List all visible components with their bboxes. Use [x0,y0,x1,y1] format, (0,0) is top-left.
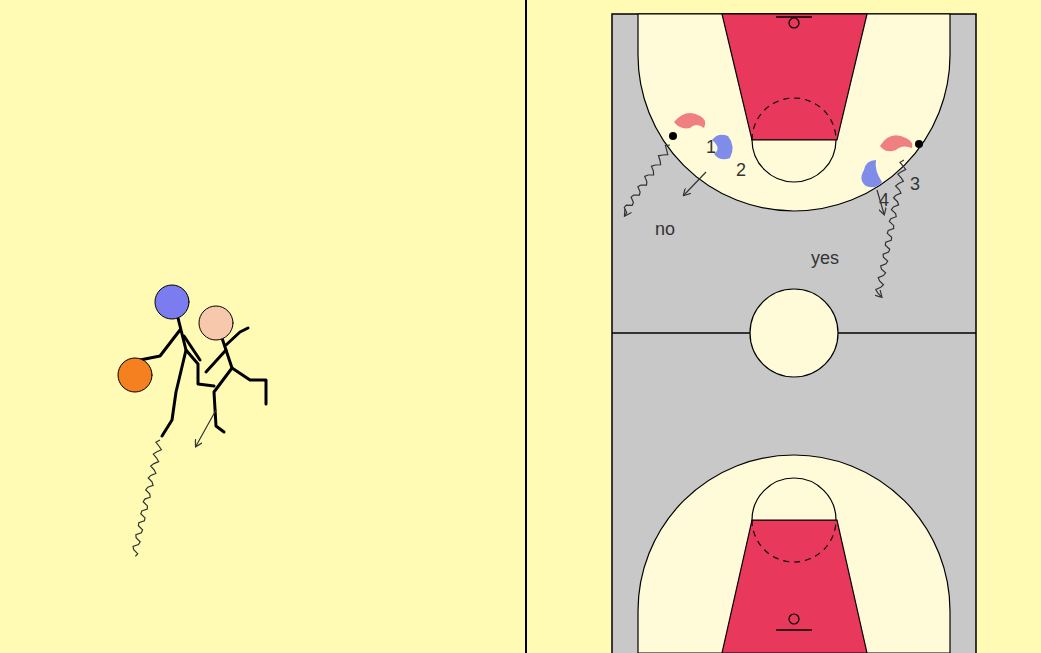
callout-number: 1 [706,138,716,156]
dribble-paths [133,145,906,556]
callout-number: 4 [879,191,889,209]
dribble-figures [118,285,266,446]
dribble-path [133,440,161,556]
player-icons [669,113,923,214]
panel-divider [525,0,527,653]
dribble-path [876,160,906,297]
move-label: no [655,220,675,238]
move-label: yes [811,249,839,267]
basketball-court [612,14,976,653]
dribble-path [624,145,670,215]
callout-number: 3 [910,175,920,193]
callout-number: 2 [736,161,746,179]
